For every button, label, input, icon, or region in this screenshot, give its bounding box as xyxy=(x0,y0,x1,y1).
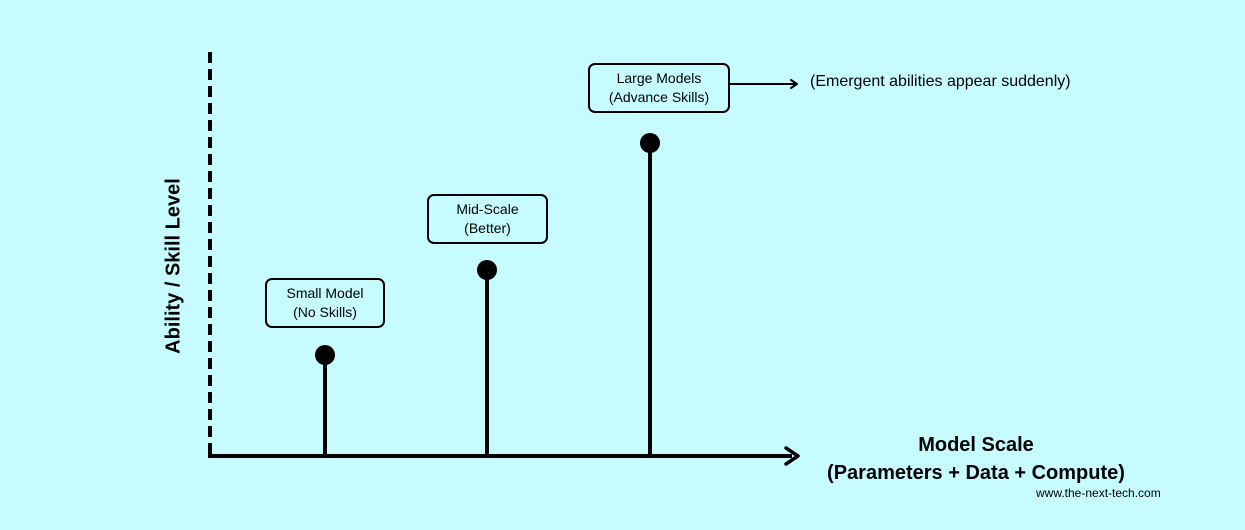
annotation-arrowhead xyxy=(790,79,798,89)
y-axis-label: Ability / Skill Level xyxy=(162,178,185,354)
node-title: Mid-Scale xyxy=(456,201,519,217)
x-axis-label: Model Scale (Parameters + Data + Compute… xyxy=(827,431,1125,487)
dot-small xyxy=(315,345,335,365)
node-box-small-model: Small Model (No Skills) xyxy=(265,278,385,328)
website-watermark: www.the-next-tech.com xyxy=(1036,486,1161,500)
dot-mid xyxy=(477,260,497,280)
node-subtitle: (Advance Skills) xyxy=(608,89,710,105)
x-axis-label-title: Model Scale xyxy=(918,434,1034,456)
node-subtitle: (No Skills) xyxy=(293,304,357,320)
emergent-abilities-note: (Emergent abilities appear suddenly) xyxy=(810,73,1071,90)
node-title: Large Models xyxy=(616,70,702,86)
dot-large xyxy=(640,133,660,153)
x-axis-label-subtitle: (Parameters + Data + Compute) xyxy=(827,462,1125,484)
node-title: Small Model xyxy=(286,285,364,301)
node-box-large-models: Large Models (Advance Skills) xyxy=(588,63,730,113)
node-box-mid-scale: Mid-Scale (Better) xyxy=(427,194,548,244)
x-axis-arrowhead xyxy=(784,446,800,466)
node-subtitle: (Better) xyxy=(464,220,511,236)
